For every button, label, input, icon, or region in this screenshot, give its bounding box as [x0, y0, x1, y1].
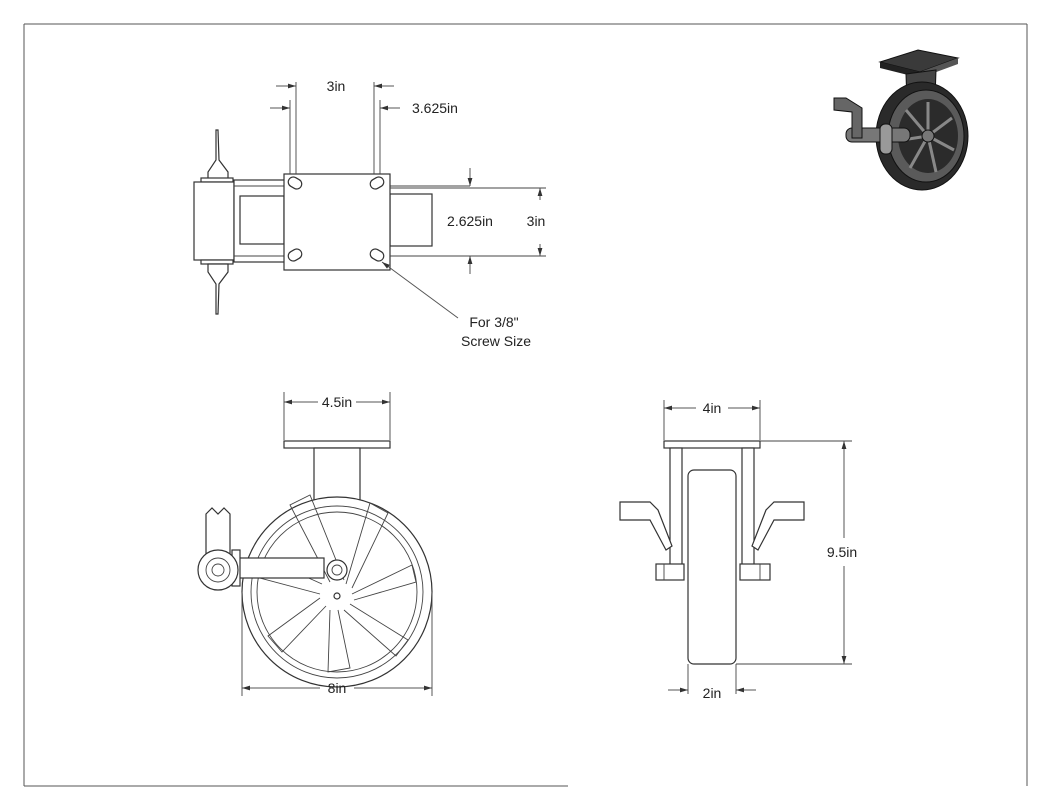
dim-top-plate-height: 3in [527, 213, 546, 229]
dim-wheel-width: 2in [703, 685, 722, 701]
dim-side-plate-width: 4.5in [322, 394, 352, 410]
screw-note-line1: For 3/8" [469, 314, 518, 330]
dim-front-plate-width: 4in [703, 400, 722, 416]
isometric-caster-image [833, 49, 969, 191]
dim-top-plate-width: 3.625in [412, 100, 458, 116]
front-view [619, 400, 852, 694]
dim-top-mount-spacing-y: 2.625in [447, 213, 493, 229]
dim-top-mount-spacing-x: 3in [327, 78, 346, 94]
drawing-border [23, 23, 1028, 787]
side-view [197, 392, 433, 696]
screw-note-line2: Screw Size [461, 333, 531, 349]
dim-wheel-diameter: 8in [328, 680, 347, 696]
dim-overall-height: 9.5in [827, 544, 857, 560]
top-view [193, 82, 546, 319]
